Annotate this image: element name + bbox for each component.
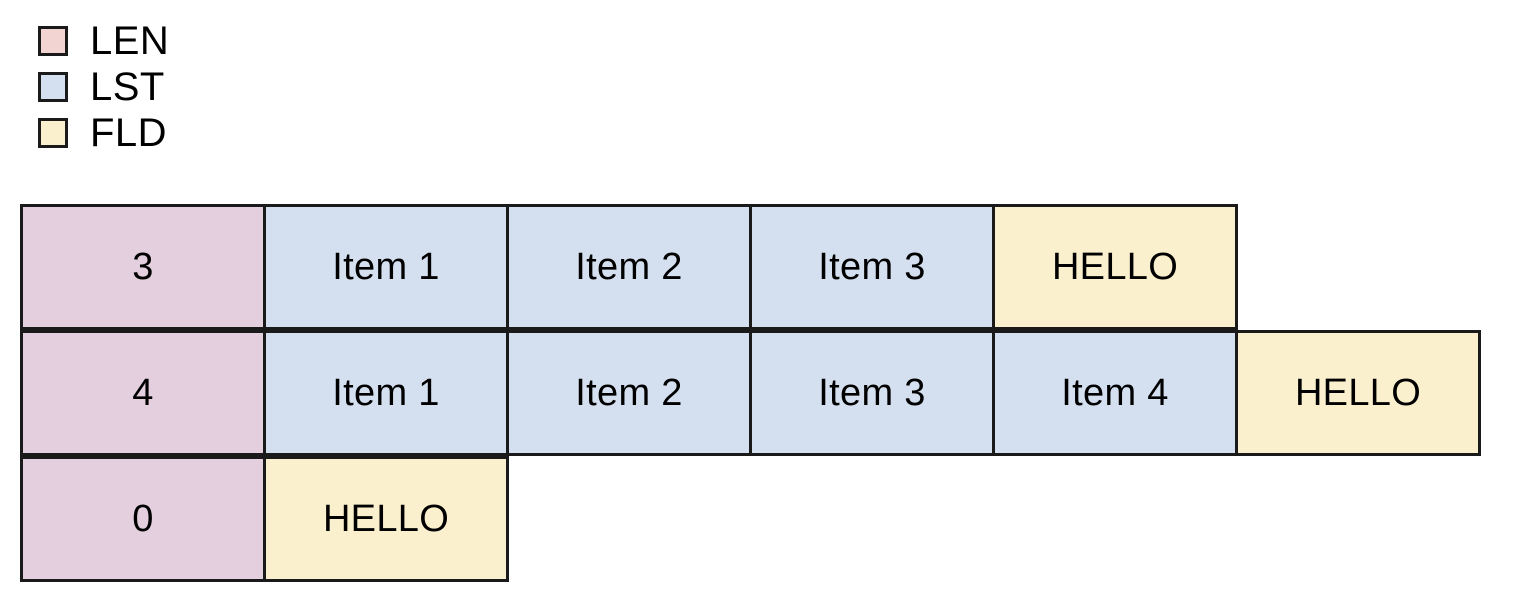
- table-cell-fld: HELLO: [992, 204, 1238, 330]
- legend-swatch-lst-icon: [38, 72, 68, 102]
- table-cell-len: 0: [20, 456, 266, 582]
- legend-label: LST: [90, 65, 165, 109]
- legend-item-lst: LST: [38, 64, 169, 110]
- table-cell-lst: Item 2: [506, 330, 752, 456]
- legend-item-len: LEN: [38, 18, 169, 64]
- table-cell-len: 4: [20, 330, 266, 456]
- legend-label: FLD: [90, 111, 168, 155]
- legend-swatch-len-icon: [38, 26, 68, 56]
- table-cell-lst: Item 1: [263, 330, 509, 456]
- legend-item-fld: FLD: [38, 110, 169, 156]
- table-cell-fld: HELLO: [1235, 330, 1481, 456]
- table-cell-len: 3: [20, 204, 266, 330]
- table-cell-lst: Item 3: [749, 204, 995, 330]
- table-cell-lst: Item 1: [263, 204, 509, 330]
- table-cell-lst: Item 2: [506, 204, 752, 330]
- table-cell-lst: Item 3: [749, 330, 995, 456]
- legend-label: LEN: [90, 19, 170, 63]
- legend-swatch-fld-icon: [38, 118, 68, 148]
- table-cell-lst: Item 4: [992, 330, 1238, 456]
- table-cell-fld: HELLO: [263, 456, 509, 582]
